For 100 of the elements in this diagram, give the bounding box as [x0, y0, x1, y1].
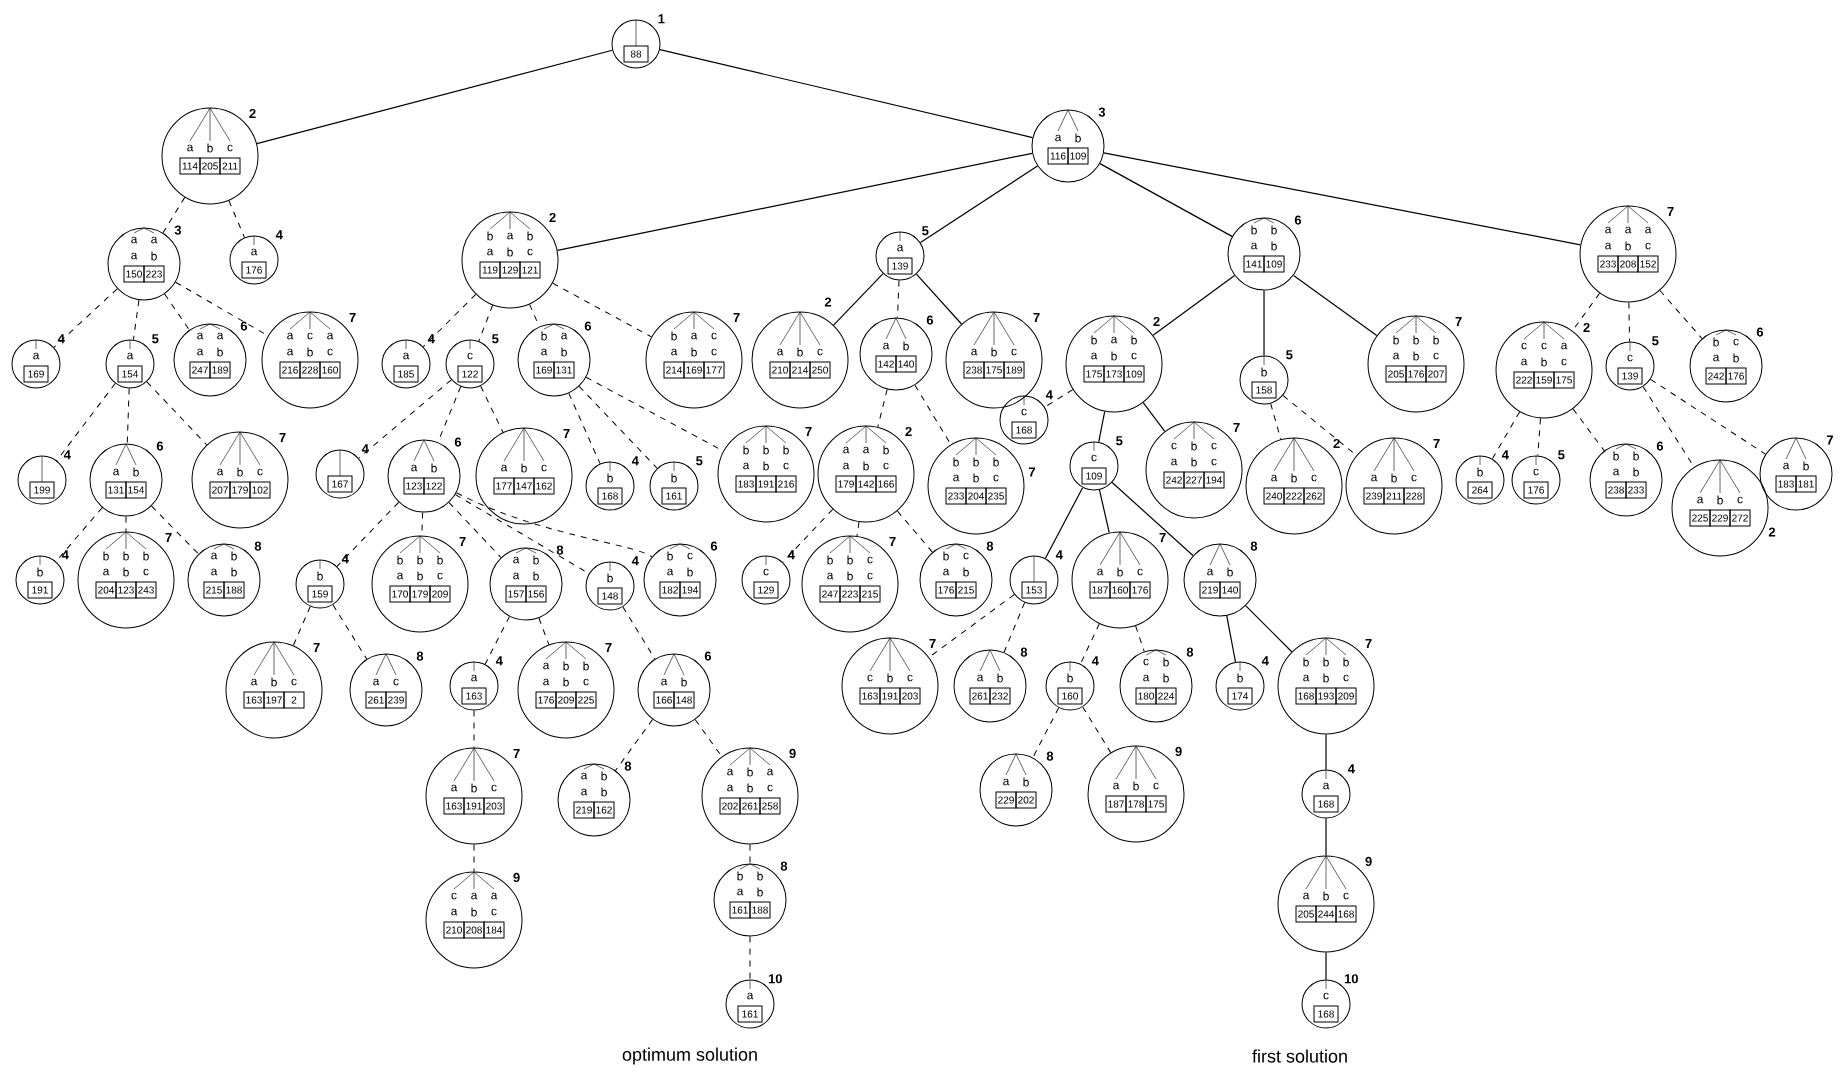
search-node — [173, 321, 248, 397]
search-node — [725, 974, 782, 1029]
tree-edge — [1537, 417, 1541, 457]
search-node — [645, 311, 743, 409]
search-node — [1671, 459, 1776, 557]
tree-edge — [1293, 274, 1378, 337]
search-node — [1277, 637, 1375, 735]
tree-edge — [1226, 615, 1237, 663]
tree-edge — [228, 200, 245, 238]
tree-edge — [332, 604, 368, 660]
tree-edge — [56, 383, 116, 461]
tree-edge — [455, 492, 653, 558]
tree-edge — [1325, 733, 1327, 771]
tree-edge — [1282, 395, 1357, 456]
tree-edge — [132, 299, 140, 341]
search-node — [229, 230, 283, 285]
search-node — [77, 531, 175, 629]
tree-edge — [1099, 163, 1233, 237]
tree-edge — [1079, 623, 1100, 665]
search-node — [945, 311, 1043, 409]
tree-edge — [1098, 411, 1106, 443]
search-node — [107, 225, 182, 301]
search-node — [1245, 437, 1343, 535]
tree-edge — [1325, 817, 1327, 857]
tree-edge — [473, 844, 475, 872]
caption-text: first solution — [1252, 1049, 1347, 1063]
search-node — [637, 651, 712, 727]
tree-edge — [151, 505, 199, 555]
search-node — [445, 334, 499, 389]
search-node — [1345, 437, 1443, 535]
tree-edge — [175, 281, 269, 337]
search-node — [1183, 541, 1258, 617]
tree-edge — [55, 507, 103, 562]
search-node — [741, 550, 795, 605]
search-node — [611, 14, 665, 69]
tree-edge — [1082, 706, 1112, 754]
tree-edge — [928, 594, 1015, 658]
search-node — [1277, 855, 1375, 953]
search-node — [557, 761, 632, 837]
tree-edge — [694, 719, 723, 758]
tree-edge — [585, 376, 724, 452]
search-node — [517, 321, 592, 397]
tree-edge — [659, 49, 1034, 139]
tree-edge — [1032, 707, 1060, 759]
search-node — [449, 656, 503, 711]
tree-edge — [125, 516, 127, 532]
tree-edge — [749, 844, 751, 864]
search-node — [191, 431, 289, 529]
search-node — [295, 554, 349, 609]
search-node — [841, 637, 939, 735]
search-node — [381, 334, 435, 389]
tree-edge — [856, 521, 860, 537]
search-node — [1045, 656, 1099, 711]
search-node — [17, 450, 71, 505]
search-node — [875, 226, 929, 281]
tree-edge — [552, 282, 652, 338]
tree-edge — [1142, 402, 1166, 432]
tree-edge — [914, 384, 952, 446]
tree-edge — [126, 388, 130, 445]
search-node — [105, 334, 159, 389]
tree-edge — [292, 606, 311, 646]
tree-edge — [454, 494, 590, 575]
search-node — [15, 550, 69, 605]
search-node — [817, 425, 915, 523]
tree-edge — [749, 936, 751, 980]
tree-edge — [1103, 152, 1581, 246]
search-node — [1071, 531, 1169, 629]
search-node — [1227, 215, 1302, 291]
tree-edge — [478, 304, 494, 342]
tree-edge — [919, 165, 1039, 244]
search-node — [371, 535, 469, 633]
search-node — [425, 871, 523, 969]
tree-edge — [1135, 625, 1145, 652]
tree-edge — [1642, 386, 1695, 468]
search-node — [1589, 441, 1664, 517]
search-node — [927, 437, 1036, 535]
tree-edge — [538, 617, 550, 646]
search-node — [425, 747, 523, 845]
search-node — [315, 444, 369, 499]
tree-edge — [1098, 489, 1110, 534]
tree-edge — [256, 49, 613, 145]
tree-edge — [336, 501, 400, 567]
tree-edge — [896, 510, 933, 553]
search-node — [801, 535, 899, 633]
search-node — [489, 545, 564, 621]
tree-edge — [358, 379, 452, 459]
search-node — [751, 297, 849, 409]
search-node — [261, 311, 359, 409]
tree-edge — [1152, 275, 1236, 336]
tree-edge — [622, 606, 656, 660]
tree-edge — [1263, 289, 1265, 357]
tree-edge — [422, 293, 477, 348]
tree-edge — [146, 381, 208, 446]
search-node — [585, 556, 639, 611]
search-node — [1759, 435, 1833, 511]
tree-edge — [1325, 951, 1327, 981]
search-node — [475, 427, 573, 525]
search-node — [1367, 315, 1465, 413]
tree-edge — [437, 386, 462, 443]
search-node — [953, 647, 1028, 723]
